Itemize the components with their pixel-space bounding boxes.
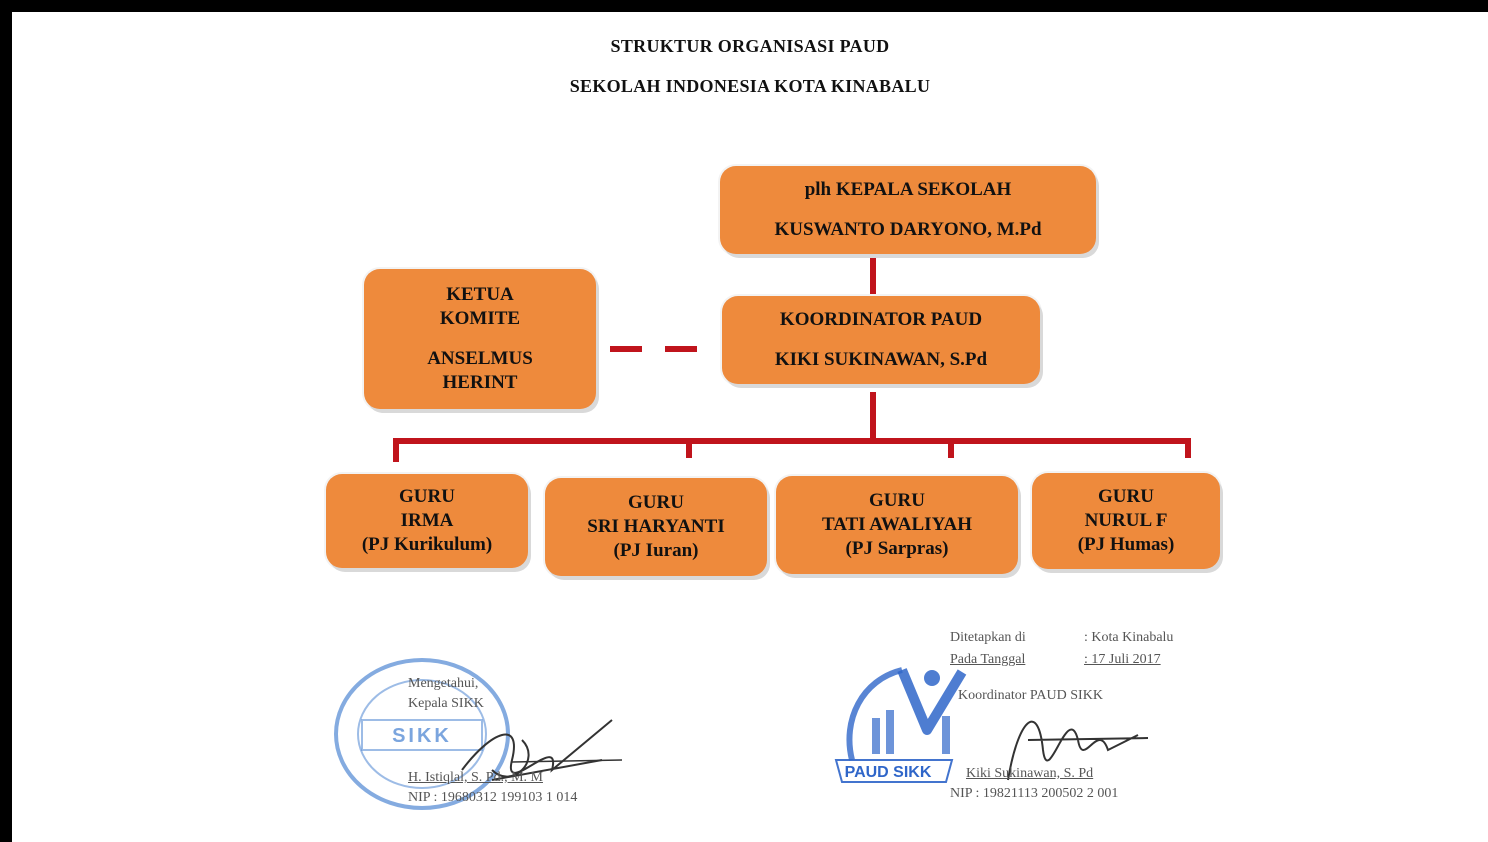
left-signer-nip: NIP : 19680312 199103 1 014 (408, 790, 578, 805)
handwritten-signature-left (461, 719, 623, 781)
teacher-box-1: GURU IRMA (PJ Kurikulum) (326, 474, 528, 568)
teacher-box-3: GURU TATI AWALIYAH (PJ Sarpras) (776, 476, 1018, 574)
right-role-label: Koordinator PAUD SIKK (958, 688, 1103, 703)
coordinator-box: KOORDINATOR PAUD KIKI SUKINAWAN, S.Pd (722, 296, 1040, 384)
committee-box: KETUA KOMITE ANSELMUS HERINT (364, 269, 596, 409)
head-role: plh KEPALA SEKOLAH (804, 179, 1012, 200)
committee-name-2: HERINT (442, 372, 518, 393)
document-title: STRUKTUR ORGANISASI PAUD (610, 36, 890, 56)
document-page: STRUKTUR ORGANISASI PAUD SEKOLAH INDONES… (12, 12, 1488, 842)
connector-head-coordinator (870, 258, 876, 296)
committee-name-1: ANSELMUS (427, 348, 533, 369)
teacher-name: IRMA (400, 510, 454, 531)
right-signer-name: Kiki Sukinawan, S. Pd (966, 766, 1094, 781)
logo-label: PAUD SIKK (845, 764, 932, 781)
teacher-duty: (PJ Kurikulum) (361, 534, 493, 555)
committee-dash-1 (610, 346, 642, 352)
teacher-role: GURU (869, 490, 925, 511)
teacher-role: GURU (628, 492, 684, 513)
teacher-name: TATI AWALIYAH (821, 514, 973, 535)
coordinator-name: KIKI SUKINAWAN, S.Pd (774, 349, 988, 370)
teacher-duty: (PJ Iuran) (613, 540, 699, 561)
document-subtitle: SEKOLAH INDONESIA KOTA KINABALU (569, 76, 931, 96)
teacher-duty: (PJ Humas) (1077, 534, 1175, 555)
teacher-role: GURU (1098, 486, 1154, 507)
committee-dash-2 (665, 346, 697, 352)
place-label: Ditetapkan di (950, 630, 1026, 645)
teacher-box-2: GURU SRI HARYANTI (PJ Iuran) (545, 478, 767, 576)
right-signer-nip: NIP : 19821113 200502 2 001 (950, 786, 1119, 801)
connector-teacher-2 (686, 438, 692, 458)
connector-teacher-3 (948, 438, 954, 458)
teacher-name: SRI HARYANTI (587, 516, 725, 537)
left-role-label: Kepala SIKK (408, 696, 484, 711)
head-of-school-box: plh KEPALA SEKOLAH KUSWANTO DARYONO, M.P… (720, 166, 1096, 254)
connector-teachers-bar (393, 438, 1191, 444)
coordinator-role: KOORDINATOR PAUD (779, 309, 983, 330)
teacher-box-4: GURU NURUL F (PJ Humas) (1032, 473, 1220, 569)
handwritten-signature-right (1007, 720, 1149, 781)
date-value: : 17 Juli 2017 (1084, 652, 1161, 667)
left-ack-label: Mengetahui, (408, 676, 479, 691)
date-label: Pada Tanggal (950, 652, 1026, 667)
committee-role-2: KOMITE (439, 308, 521, 329)
stamp-label: SIKK (392, 725, 452, 747)
connector-coordinator-teachers (870, 392, 876, 442)
paud-logo-icon: PAUD SIKK (834, 667, 967, 783)
left-signer-name: H. Istiqlal, S. Pd., M. M (408, 770, 543, 785)
teacher-name: NURUL F (1084, 510, 1168, 531)
connector-teacher-1 (393, 438, 399, 462)
committee-role-1: KETUA (446, 284, 514, 305)
place-value: : Kota Kinabalu (1084, 630, 1174, 645)
head-name: KUSWANTO DARYONO, M.Pd (774, 219, 1042, 240)
connector-teacher-4 (1185, 438, 1191, 458)
teacher-duty: (PJ Sarpras) (845, 538, 949, 559)
teacher-role: GURU (399, 486, 455, 507)
